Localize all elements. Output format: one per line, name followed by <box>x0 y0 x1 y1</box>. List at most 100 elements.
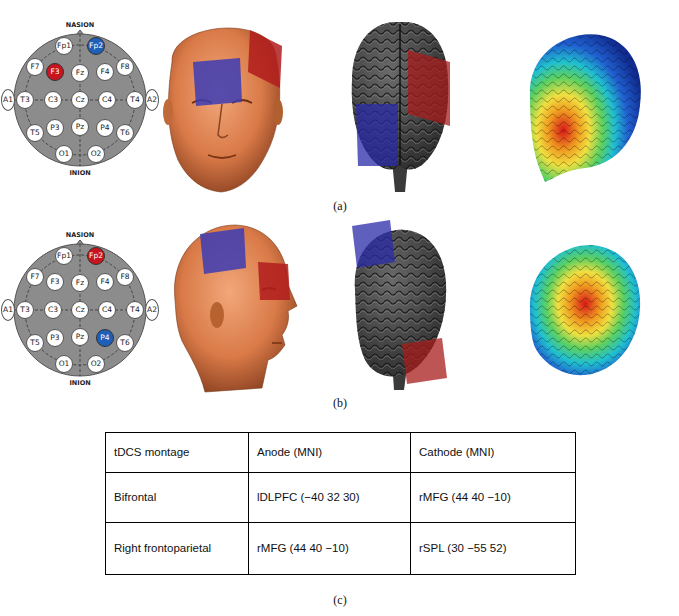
electrode-circle: T4 <box>126 301 144 319</box>
electrode-label: T5 <box>30 339 39 347</box>
landmark-label: INION <box>69 170 90 177</box>
electrode-label: Fz <box>76 69 84 77</box>
cathode-pad <box>352 220 395 268</box>
electrode-label: Cz <box>75 96 84 104</box>
current-field-map <box>530 34 641 182</box>
electrode-label: P3 <box>50 334 59 342</box>
mouth <box>272 342 282 344</box>
electrode-label: O2 <box>91 360 102 368</box>
electrode-label: Pz <box>76 333 84 341</box>
mouth <box>208 155 236 158</box>
table-text: rSPL (30 −55 52) <box>419 542 506 556</box>
ear-electrode: A2 <box>145 299 159 321</box>
field-gyri <box>530 34 641 182</box>
table-cell: Right frontoparietal <box>105 522 249 575</box>
electrode-circle: F8 <box>116 58 134 76</box>
table-text: Bifrontal <box>114 491 156 505</box>
electrode-label: F4 <box>100 278 109 286</box>
ear <box>163 99 173 125</box>
electrode-label: A1 <box>3 306 13 314</box>
electrode-label: T4 <box>130 96 139 104</box>
electrode-circle: T5 <box>26 334 44 352</box>
electrode-label: F7 <box>30 63 39 71</box>
cathode-pad <box>200 228 246 274</box>
electrode-label: Fp2 <box>89 42 103 50</box>
electrode-label: C3 <box>48 306 58 314</box>
electrode-label: Fp1 <box>57 252 71 260</box>
electrode-label: T5 <box>30 129 39 137</box>
electrode-circle: F4 <box>96 273 114 291</box>
electrode-circle: F8 <box>116 268 134 286</box>
eeg-head-map <box>10 240 150 376</box>
ear-electrode: A1 <box>1 89 15 111</box>
table-text: lDLPFC (−40 32 30) <box>257 491 360 505</box>
nose <box>218 104 228 138</box>
electrode-circle: C4 <box>98 301 116 319</box>
electrode-circle: Pz <box>71 118 89 136</box>
electrode-circle: Fz <box>71 274 89 292</box>
ear <box>273 99 283 125</box>
electrode-label: P4 <box>100 334 109 342</box>
field-gyri <box>530 245 640 375</box>
electrode-label: C4 <box>102 96 112 104</box>
table-text: Right frontoparietal <box>114 542 211 556</box>
electrode-label: O1 <box>59 360 70 368</box>
head-surface <box>174 225 297 392</box>
electrode-circle: P3 <box>46 119 64 137</box>
electrode-circle: Fp1 <box>55 37 73 55</box>
electrode-label: C4 <box>102 306 112 314</box>
landmark-label: NASION <box>66 22 95 29</box>
table-cell: rMFG (44 40 −10) <box>248 522 411 575</box>
electrode-circle: F3 <box>46 273 64 291</box>
electrode-circle: T3 <box>16 91 34 109</box>
electrode-circle: Fz <box>71 64 89 82</box>
electrode-label: F8 <box>120 63 129 71</box>
table-cell: tDCS montage <box>105 432 249 473</box>
electrode-label: Cz <box>75 306 84 314</box>
anode-pad <box>258 262 290 300</box>
anode-pad <box>402 338 447 384</box>
table-text: Cathode (MNI) <box>419 446 494 460</box>
electrode-label: A1 <box>3 96 13 104</box>
head-render <box>174 225 297 392</box>
electrode-circle: P3 <box>46 329 64 347</box>
electrode-label: F3 <box>50 278 59 286</box>
electrode-label: Fz <box>76 279 84 287</box>
landmark-label: INION <box>69 380 90 387</box>
electrode-circle: Cz <box>71 91 89 109</box>
table-cell: rSPL (30 −55 52) <box>410 522 576 575</box>
electrode-label: P4 <box>100 124 109 132</box>
brain-render <box>352 22 450 192</box>
midline <box>399 24 401 165</box>
eeg-head-map <box>10 30 150 166</box>
electrode-label: A2 <box>147 96 157 104</box>
table-text: tDCS montage <box>114 446 189 460</box>
electrode-label: T6 <box>120 129 129 137</box>
electrode-circle: C3 <box>44 91 62 109</box>
electrode-label: T3 <box>20 306 29 314</box>
panel-label: (c) <box>333 594 346 607</box>
field-surface <box>530 245 640 375</box>
electrode-label: Pz <box>76 123 84 131</box>
electrode-label: F8 <box>120 273 129 281</box>
electrode-label: A2 <box>147 306 157 314</box>
brain-render <box>352 220 447 390</box>
electrode-circle: O2 <box>87 145 105 163</box>
head-disk <box>14 34 146 166</box>
electrode-label: T4 <box>130 306 139 314</box>
head-disk <box>14 244 146 376</box>
electrode-circle: T6 <box>116 124 134 142</box>
ear-electrode: A1 <box>1 299 15 321</box>
electrode-circle: O1 <box>55 355 73 373</box>
electrode-label: O1 <box>59 150 70 158</box>
head-render <box>163 28 283 192</box>
electrode-circle: T4 <box>126 91 144 109</box>
electrode-circle: T5 <box>26 124 44 142</box>
electrode-label: F3 <box>50 68 59 76</box>
table-text: rMFG (44 40 −10) <box>419 491 511 505</box>
electrode-circle: F4 <box>96 63 114 81</box>
electrode-circle: T3 <box>16 301 34 319</box>
electrode-circle: C4 <box>98 91 116 109</box>
table-text: Anode (MNI) <box>257 446 322 460</box>
landmark-label: NASION <box>66 232 95 239</box>
